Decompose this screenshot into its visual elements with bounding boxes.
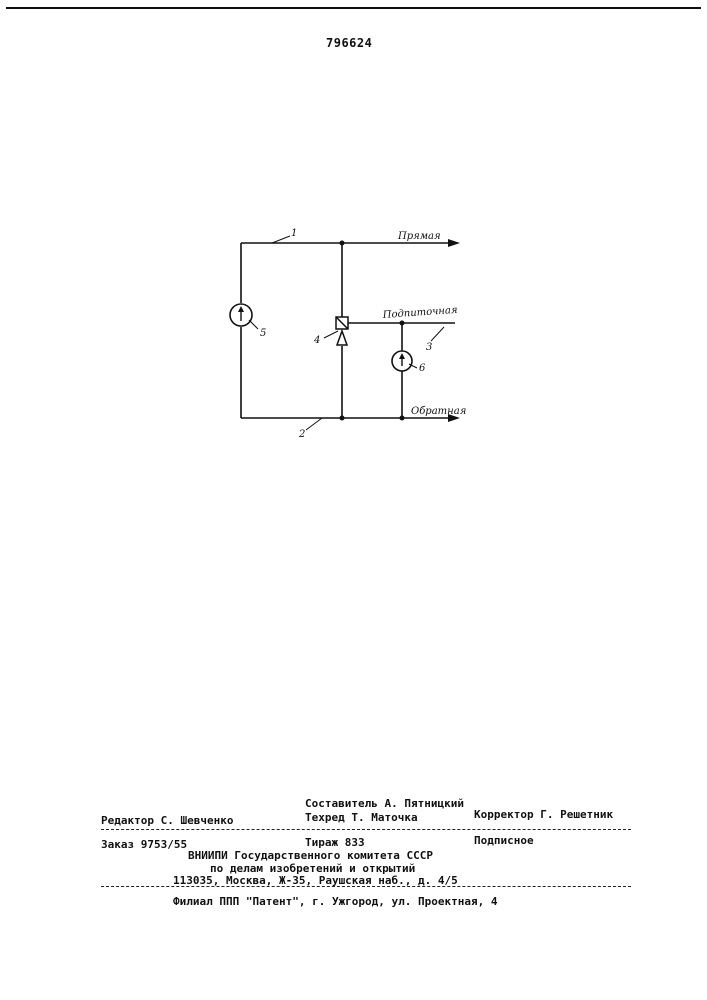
pump-5-icon bbox=[230, 304, 252, 326]
corrector-credit: Корректор Г. Решетник bbox=[474, 808, 613, 821]
junction-dot bbox=[400, 416, 405, 421]
callout-leader-4 bbox=[324, 331, 338, 338]
return-line-label: Обратная bbox=[411, 406, 466, 417]
callout-1: 1 bbox=[291, 228, 297, 239]
techred-credit: Техред Т. Маточка bbox=[305, 811, 418, 824]
callout-6: 6 bbox=[419, 363, 426, 374]
branch-address: Филиал ППП "Патент", г. Ужгород, ул. Про… bbox=[173, 895, 498, 908]
callout-leader-3 bbox=[431, 327, 444, 341]
circulation: Тираж 833 bbox=[305, 836, 365, 849]
order-number: Заказ 9753/55 bbox=[101, 838, 187, 851]
supply-arrow-icon bbox=[448, 239, 460, 247]
subscription-note: Подписное bbox=[474, 834, 534, 847]
callout-2: 2 bbox=[298, 429, 305, 440]
editor-credit: Редактор С. Шевченко bbox=[101, 814, 233, 827]
junction-dot bbox=[400, 321, 405, 326]
pump-6-icon bbox=[392, 351, 412, 371]
callout-3: 3 bbox=[426, 342, 432, 353]
compiler-credit: Составитель А. Пятницкий bbox=[305, 797, 464, 810]
junction-dot bbox=[340, 416, 345, 421]
junction-dot bbox=[340, 241, 345, 246]
footer-divider bbox=[101, 886, 631, 887]
callout-leader-2 bbox=[306, 418, 322, 430]
footer-divider bbox=[101, 829, 631, 830]
callout-leader-5 bbox=[249, 320, 258, 329]
callout-4: 4 bbox=[313, 335, 320, 346]
makeup-line-label: Подпиточная bbox=[381, 305, 457, 321]
organization-line-1: ВНИИПИ Государственного комитета СССР bbox=[188, 849, 433, 862]
supply-line-label: Прямая bbox=[397, 231, 441, 242]
callout-5: 5 bbox=[260, 328, 266, 339]
callout-leader-1 bbox=[272, 236, 290, 243]
